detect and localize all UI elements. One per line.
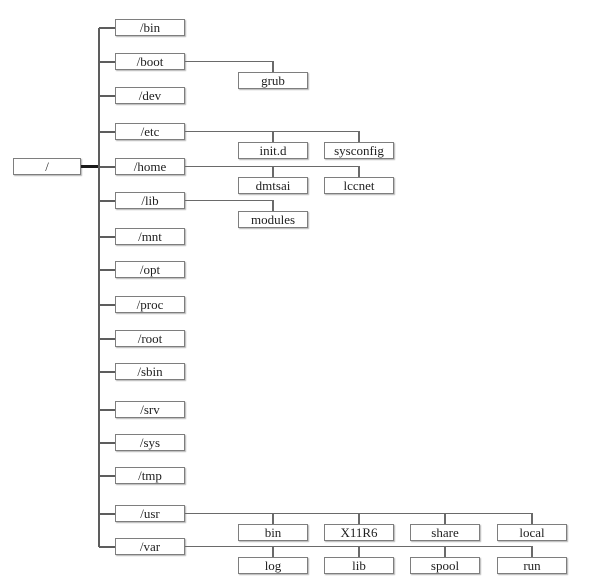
node-srv-label: /srv [140, 402, 160, 417]
node-bin-label: /bin [139, 20, 161, 35]
node-grub: grub [238, 71, 308, 89]
node-usr: /usr [115, 505, 185, 522]
node-proc: /proc [115, 296, 185, 313]
node-sysconfig-label: sysconfig [334, 142, 384, 158]
node-home-label: /home [133, 159, 167, 174]
drop-line-usr-local [531, 513, 533, 524]
node-mnt: /mnt [115, 228, 185, 245]
branch-line-lib [185, 199, 274, 202]
node-root-label: / [45, 159, 49, 174]
node-opt-label: /opt [139, 262, 161, 277]
node-root: /root [115, 330, 185, 347]
drop-line-home-dmtsai [272, 166, 274, 177]
node-bin: /bin [115, 19, 185, 36]
node-sysconfig: sysconfig [324, 141, 394, 159]
stub-line-boot [99, 60, 115, 63]
drop-line-etc-init-d [272, 131, 274, 142]
node-var: /var [115, 538, 185, 555]
node-share: share [410, 523, 480, 541]
node-etc-label: /etc [140, 124, 160, 139]
trunk-line [98, 27, 100, 547]
node-lib-label: /lib [141, 193, 159, 208]
node-usr-label: /usr [140, 506, 160, 521]
drop-line-var-log [272, 546, 274, 557]
node-spool-label: spool [430, 557, 460, 573]
node-dmtsai: dmtsai [238, 176, 308, 194]
node-dev: /dev [115, 87, 185, 104]
node-sys: /sys [115, 434, 185, 451]
node-root: / [13, 158, 81, 175]
node-run: run [497, 556, 567, 574]
node-grub-label: grub [261, 72, 285, 88]
node-share-label: share [431, 524, 459, 540]
drop-line-var-lib [358, 546, 360, 557]
stub-line-var [99, 545, 115, 548]
drop-line-var-run [531, 546, 533, 557]
node-bin-label: bin [264, 524, 282, 540]
node-home: /home [115, 158, 185, 175]
node-x11r6-label: X11R6 [340, 524, 378, 540]
node-lccnet-label: lccnet [343, 177, 375, 193]
node-spool: spool [410, 556, 480, 574]
node-sys-label: /sys [139, 435, 161, 450]
stub-line-home [99, 165, 115, 168]
stub-line-proc [99, 303, 115, 306]
drop-line-usr-x11r6 [358, 513, 360, 524]
stub-line-root [99, 337, 115, 340]
node-dmtsai-label: dmtsai [255, 177, 291, 193]
drop-line-boot-grub [272, 61, 274, 72]
node-boot-label: /boot [136, 54, 164, 69]
node-opt: /opt [115, 261, 185, 278]
drop-line-lib-modules [272, 200, 274, 211]
node-lib: /lib [115, 192, 185, 209]
stub-line-sbin [99, 370, 115, 373]
drop-line-var-spool [444, 546, 446, 557]
stub-line-srv [99, 408, 115, 411]
node-boot: /boot [115, 53, 185, 70]
node-x11r6: X11R6 [324, 523, 394, 541]
node-srv: /srv [115, 401, 185, 418]
node-lccnet: lccnet [324, 176, 394, 194]
stub-line-usr [99, 512, 115, 515]
node-tmp-label: /tmp [138, 468, 162, 483]
node-sbin-label: /sbin [137, 364, 163, 379]
stub-line-tmp [99, 474, 115, 477]
stub-line-bin [99, 26, 115, 29]
node-root-label: /root [137, 331, 163, 346]
stub-line-sys [99, 441, 115, 444]
stub-line-dev [99, 94, 115, 97]
node-proc-label: /proc [136, 297, 164, 312]
node-log: log [238, 556, 308, 574]
stub-line-lib [99, 199, 115, 202]
stub-line-opt [99, 268, 115, 271]
drop-line-usr-share [444, 513, 446, 524]
stub-line-mnt [99, 235, 115, 238]
node-bin: bin [238, 523, 308, 541]
node-init-d: init.d [238, 141, 308, 159]
drop-line-home-lccnet [358, 166, 360, 177]
drop-line-usr-bin [272, 513, 274, 524]
node-sbin: /sbin [115, 363, 185, 380]
drop-line-etc-sysconfig [358, 131, 360, 142]
node-lib: lib [324, 556, 394, 574]
node-etc: /etc [115, 123, 185, 140]
node-dev-label: /dev [138, 88, 162, 103]
node-local: local [497, 523, 567, 541]
branch-line-boot [185, 60, 274, 63]
stub-line-etc [99, 130, 115, 133]
node-mnt-label: /mnt [138, 229, 162, 244]
node-modules: modules [238, 210, 308, 228]
node-tmp: /tmp [115, 467, 185, 484]
node-local-label: local [519, 524, 545, 540]
root-connector-line [81, 165, 100, 168]
node-log-label: log [264, 557, 282, 573]
node-var-label: /var [139, 539, 161, 554]
node-run-label: run [523, 557, 541, 573]
node-init-d-label: init.d [259, 142, 287, 158]
node-modules-label: modules [250, 211, 296, 227]
node-lib-label: lib [352, 557, 366, 573]
